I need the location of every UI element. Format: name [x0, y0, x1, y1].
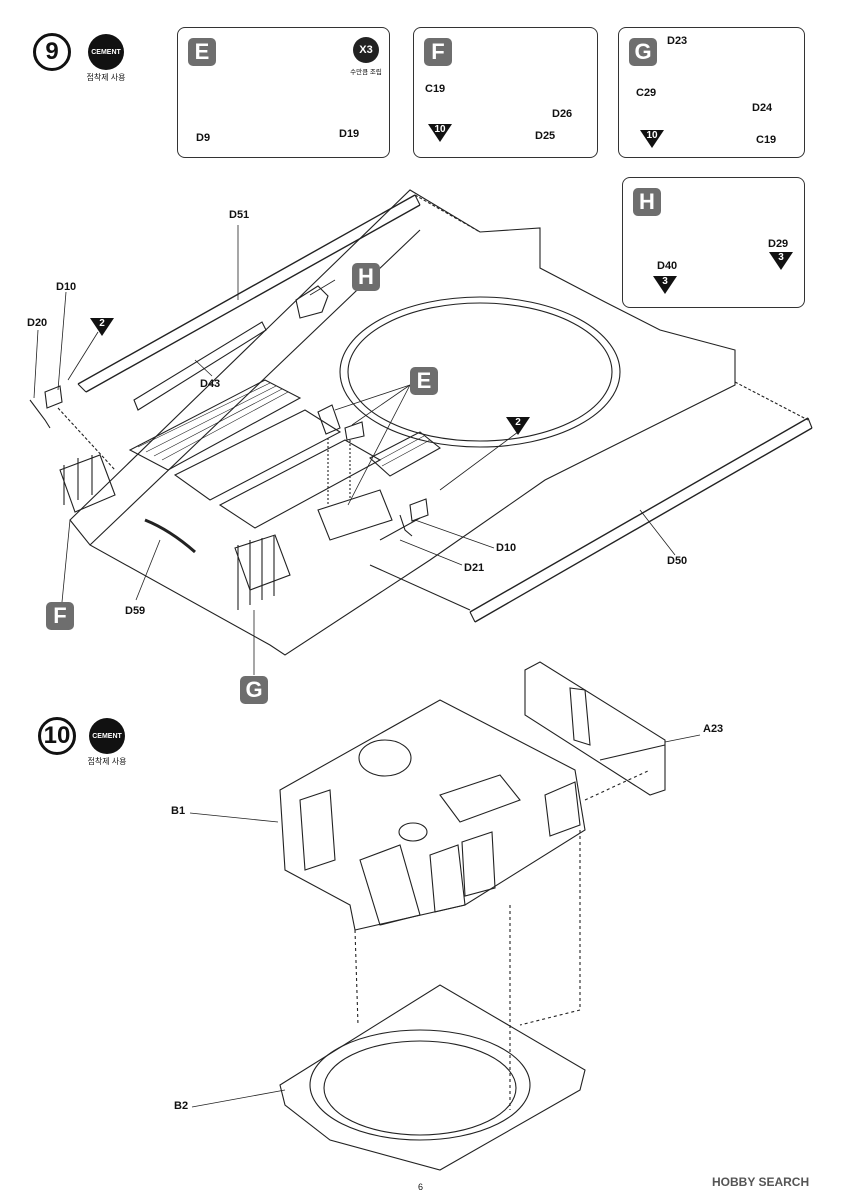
part-label-d29: D29	[768, 238, 789, 250]
callout-letter-e: E	[410, 367, 438, 395]
step-9-number: 9	[33, 33, 71, 71]
step-reference-number-left: 2	[99, 318, 105, 329]
part-label-d51: D51	[229, 209, 250, 221]
subassembly-letter-h: H	[633, 188, 661, 216]
part-label-d25: D25	[535, 130, 556, 142]
repeat-badge: X3	[353, 37, 379, 63]
step-reference-number-f: 10	[434, 124, 446, 135]
part-label-d23: D23	[667, 35, 688, 47]
part-label-d20: D20	[27, 317, 48, 329]
cement-note: 접착제 사용	[86, 73, 126, 82]
part-label-d19: D19	[339, 128, 360, 140]
step-reference-number-g: 10	[646, 130, 658, 141]
subassembly-letter-e: E	[188, 38, 216, 66]
part-label-d9: D9	[196, 132, 211, 144]
page-number: 6	[418, 1182, 424, 1192]
callout-letter-f: F	[46, 602, 74, 630]
step-reference-triangle-h-d29	[769, 252, 793, 270]
callout-letter-h: H	[352, 263, 380, 291]
part-label-a23: A23	[703, 723, 724, 735]
part-label-d50: D50	[667, 555, 688, 567]
part-label-c29: C29	[636, 87, 657, 99]
part-label-c19-f: C19	[425, 83, 446, 95]
step-reference-number-h-d40: 3	[662, 276, 668, 287]
callout-letter-g: G	[240, 676, 268, 704]
part-label-d26: D26	[552, 108, 573, 120]
part-label-d10-left: D10	[56, 281, 77, 293]
step-reference-triangle-f	[428, 124, 452, 142]
part-label-d24: D24	[752, 102, 773, 114]
step-reference-triangle-left	[90, 318, 114, 336]
cement-badge-step10: CEMENT	[89, 718, 125, 754]
watermark-logo: HOBBY SEARCH	[712, 1175, 810, 1189]
part-label-b1: B1	[171, 805, 186, 817]
repeat-note: 수만큼 조립	[350, 69, 382, 76]
part-label-d43: D43	[200, 378, 221, 390]
step-reference-triangle-h-d40	[653, 276, 677, 294]
part-label-d59: D59	[125, 605, 146, 617]
subassembly-letter-g: G	[629, 38, 657, 66]
step-10-number: 10	[38, 717, 76, 755]
cement-note-step10: 접착제 사용	[87, 757, 127, 766]
step-reference-number-right: 2	[515, 417, 521, 428]
step-reference-triangle-g	[640, 130, 664, 148]
subassembly-letter-f: F	[424, 38, 452, 66]
step-reference-number-h-d29: 3	[778, 252, 784, 263]
part-label-d40: D40	[657, 260, 678, 272]
part-label-d10-right: D10	[496, 542, 517, 554]
cement-badge: CEMENT	[88, 34, 124, 70]
part-label-c19-g: C19	[756, 134, 777, 146]
part-label-d21: D21	[464, 562, 485, 574]
step-reference-triangle-right	[506, 417, 530, 435]
part-label-b2: B2	[174, 1100, 189, 1112]
